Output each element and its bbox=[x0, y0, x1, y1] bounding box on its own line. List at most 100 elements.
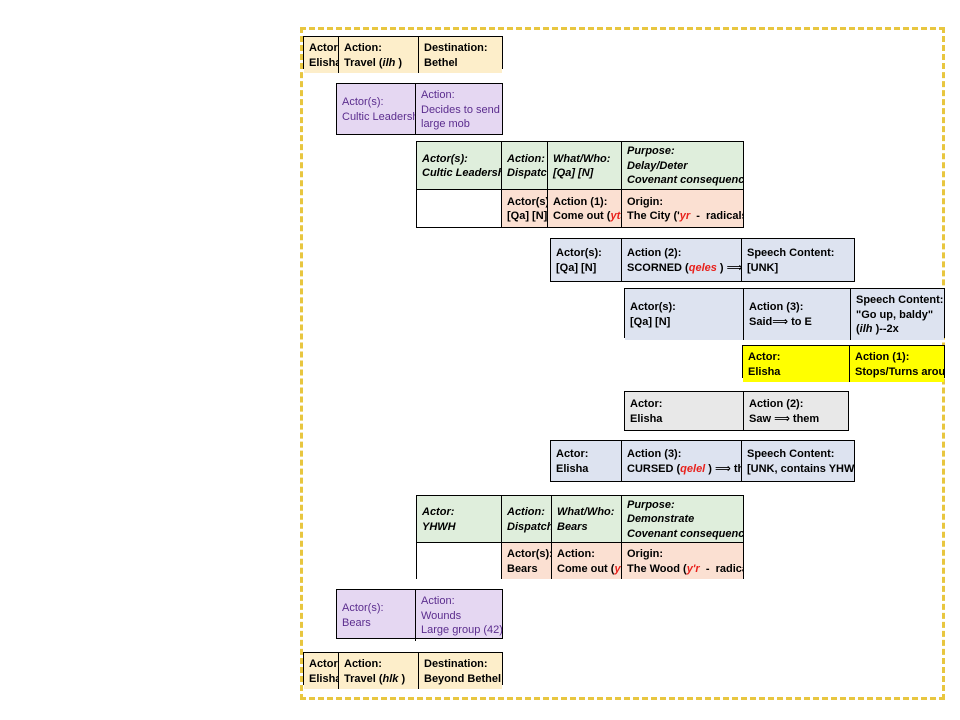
cell-line: Action (2): bbox=[749, 398, 804, 410]
cell-line: Stops/Turns around bbox=[855, 365, 944, 378]
origin-cell: Origin: The Wood (y'r - radicals) bbox=[621, 543, 743, 579]
table-row: Actor: Elisha Action (3): CURSED (qelel … bbox=[551, 441, 854, 481]
actor-cell: Actor(s): [Qa] [N] bbox=[501, 190, 547, 227]
cell-line: Actor: bbox=[556, 448, 589, 460]
cell-line: The Wood (y'r - radicals) bbox=[627, 562, 743, 575]
table-row: Actor(s): Bears Action: Come out (yts ) … bbox=[417, 542, 743, 579]
cell-line: Origin: bbox=[627, 195, 664, 208]
travel-to-bethel-block: Actor: Elisha Action: Travel (ilh ) Dest… bbox=[303, 36, 503, 73]
cell-line: [UNK, contains YHWH] bbox=[747, 462, 854, 475]
cultic-dispatch-block: Actor(s): Cultic Leadership Action: Disp… bbox=[416, 141, 744, 228]
cell-line: Action: bbox=[344, 42, 382, 54]
cell-line: What/Who: bbox=[553, 152, 611, 165]
actor-cell: Actor: Elisha bbox=[625, 392, 743, 430]
actor-cell: Actor(s): Bears bbox=[337, 590, 415, 641]
table-row: Actor: Elisha Action (1): Stops/Turns ar… bbox=[743, 346, 944, 382]
action-cell: Action (3): CURSED (qelel ) ⟹ them bbox=[621, 441, 741, 481]
cell-line: large mob bbox=[421, 118, 470, 130]
destination-cell: Destination: Beyond Bethel bbox=[418, 653, 502, 689]
elisha-saw-block: Actor: Elisha Action (2): Saw ⟹ them bbox=[624, 391, 849, 431]
cell-line: Covenant consequences bbox=[627, 527, 743, 540]
table-row: Actor: YHWH Action: Dispatch What/Who: B… bbox=[417, 496, 743, 542]
action-cell: Action: Dispatch bbox=[501, 496, 551, 542]
cell-line: Actor: bbox=[422, 506, 455, 518]
cell-line: Actor: bbox=[309, 42, 338, 54]
cell-line: Actor(s): bbox=[507, 548, 551, 560]
cell-line: Large group (42) bbox=[421, 624, 502, 636]
table-row: Actor(s): Cultic Leadership Action: Disp… bbox=[417, 142, 743, 189]
cell-line: [UNK] bbox=[747, 261, 779, 274]
cell-line: [Qa] [N] bbox=[553, 167, 594, 179]
actor-cell: Actor: Elisha bbox=[304, 37, 338, 73]
speech-content-cell: Speech Content: "Go up, baldy" (ilh )--2… bbox=[850, 289, 944, 340]
cell-line: CURSED (qelel ) ⟹ them bbox=[627, 461, 741, 475]
cell-line: Actor: bbox=[630, 398, 663, 410]
cell-line: Action (3): bbox=[627, 448, 682, 460]
cell-line: Cultic Leadership bbox=[342, 110, 415, 123]
cell-line: Elisha bbox=[309, 672, 338, 685]
cell-line: Action (1): bbox=[553, 195, 608, 208]
table-row: Actor: Elisha Action (2): Saw ⟹ them bbox=[625, 392, 848, 430]
cell-line: Decides to send bbox=[421, 103, 500, 116]
elisha-cursed-block: Actor: Elisha Action (3): CURSED (qelel … bbox=[550, 440, 855, 482]
action-cell: Action: Come out (yts ) bbox=[551, 543, 621, 579]
cell-line: Destination: bbox=[424, 658, 488, 670]
cell-line: Bears bbox=[342, 616, 371, 629]
cell-line: Come out (yts ) bbox=[553, 210, 621, 222]
mob-speech-block: Actor(s): [Qa] [N] Action (3): Said⟹ to … bbox=[624, 288, 945, 340]
travel-beyond-bethel-block: Actor: Elisha Action: Travel (hlk ) Dest… bbox=[303, 652, 503, 689]
cell-line: Bears bbox=[507, 562, 538, 575]
destination-cell: Destination: Bethel bbox=[418, 37, 502, 73]
cell-line: Destination: bbox=[424, 42, 488, 54]
cell-line: "Go up, baldy" bbox=[856, 308, 934, 321]
cell-line: Cultic Leadership bbox=[422, 167, 501, 179]
actor-cell: Actor: Elisha bbox=[304, 653, 338, 689]
cell-line: Action: bbox=[507, 152, 545, 165]
cell-line: Actor(s): bbox=[507, 195, 547, 208]
cell-line: [Qa] [N] bbox=[630, 315, 671, 328]
cell-line: Bethel bbox=[424, 56, 458, 69]
cell-line: SCORNED (qeles ) ⟹ him bbox=[627, 260, 741, 274]
cell-line: Actor(s): bbox=[342, 602, 384, 615]
action-cell: Action (3): Said⟹ to E bbox=[743, 289, 850, 340]
cell-line: Speech Content: bbox=[747, 247, 835, 259]
purpose-cell: Purpose: Demonstrate Covenant consequenc… bbox=[621, 496, 743, 542]
cell-line: Travel (ilh ) bbox=[344, 56, 403, 69]
cell-line: Travel (hlk ) bbox=[344, 672, 406, 685]
action-cell: Action: Decides to send large mob bbox=[415, 84, 502, 135]
cell-line: YHWH bbox=[422, 520, 456, 533]
cell-line: Actor: bbox=[309, 658, 338, 670]
table-row: Actor(s): [Qa] [N] Action (1): Come out … bbox=[417, 189, 743, 227]
cell-line: Covenant consequences bbox=[627, 174, 743, 187]
actor-cell: Actor(s): [Qa] [N] bbox=[551, 239, 621, 281]
table-row: Actor(s): [Qa] [N] Action (2): SCORNED (… bbox=[551, 239, 854, 281]
actor-cell: Actor: Elisha bbox=[551, 441, 621, 481]
cell-line: Speech Content: bbox=[747, 448, 835, 460]
cell-line: Dispatch bbox=[507, 167, 547, 179]
actor-cell: Actor: Elisha bbox=[743, 346, 849, 382]
purpose-cell: Purpose: Delay/Deter Covenant consequenc… bbox=[621, 142, 743, 189]
table-row: Actor(s): [Qa] [N] Action (3): Said⟹ to … bbox=[625, 289, 944, 340]
table-row: Actor: Elisha Action: Travel (ilh ) Dest… bbox=[304, 37, 502, 73]
speech-content-cell: Speech Content: [UNK, contains YHWH] bbox=[741, 441, 854, 481]
mob-scorned-block: Actor(s): [Qa] [N] Action (2): SCORNED (… bbox=[550, 238, 855, 282]
bears-wound-block: Actor(s): Bears Action: Wounds Large gro… bbox=[336, 589, 503, 641]
cultic-leadership-decision-block: Actor(s): Cultic Leadership Action: Deci… bbox=[336, 83, 503, 135]
cell-line: Purpose: bbox=[627, 498, 675, 511]
action-cell: Action (2): Saw ⟹ them bbox=[743, 392, 848, 430]
cell-line: Actor(s): bbox=[630, 301, 676, 314]
action-cell: Action: Travel (ilh ) bbox=[338, 37, 418, 73]
cell-line: Actor(s): bbox=[342, 96, 384, 109]
cell-line: Purpose: bbox=[627, 145, 675, 158]
cell-line: [Qa] [N] bbox=[556, 261, 597, 274]
cell-line: Speech Content: bbox=[856, 294, 944, 306]
cell-line: Action (2): bbox=[627, 247, 682, 259]
empty-cell bbox=[417, 190, 501, 227]
actor-cell: Actor(s): Cultic Leadership bbox=[337, 84, 415, 135]
action-cell: Action: Dispatch bbox=[501, 142, 547, 189]
action-cell: Action: Wounds Large group (42) bbox=[415, 590, 502, 641]
cell-line: Dispatch bbox=[507, 520, 551, 533]
cell-line: Actor(s): bbox=[556, 247, 602, 259]
speech-content-cell: Speech Content: [UNK] bbox=[741, 239, 854, 281]
